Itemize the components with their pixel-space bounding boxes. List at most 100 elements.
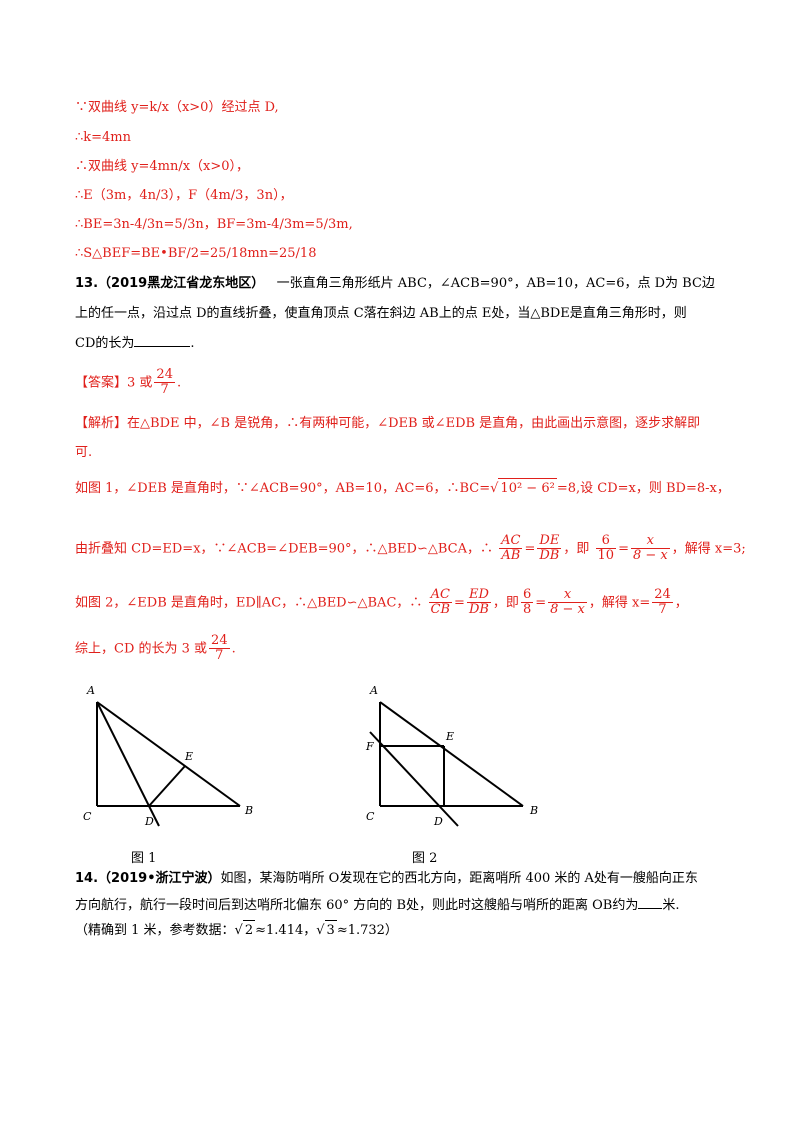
q13-number: 13. [75, 276, 99, 291]
answer-label: 【答案】 [75, 375, 128, 391]
fraction-denominator: 7 [160, 382, 169, 398]
q14-text-1: 如图，某海防哨所 O发现在它的西北方向，距离哨所 400 米的 A处有一艘船向正… [220, 871, 698, 886]
ratio-num: x [548, 587, 587, 604]
label-f: F [365, 740, 374, 753]
side-ab [96, 701, 241, 807]
answer-text: 3 或 [127, 375, 153, 391]
label-e: E [184, 750, 193, 763]
case3-text-a: 如图 2，∠EDB 是直角时，ED∥AC，∴△BED∽△BAC，∴ [75, 595, 423, 611]
case2-text-b: ，即 [563, 541, 590, 557]
solution-line-4: ∴E（3m，4n/3），F（4m/3，3n）， [75, 188, 293, 203]
sqrt-3: 3 [324, 920, 337, 941]
q14-blank [638, 896, 663, 909]
ratio-num: AC [428, 587, 453, 604]
fraction-numerator: 24 [652, 587, 673, 604]
case3-text-b: ，即 [492, 595, 519, 611]
ratio-num: x [630, 533, 670, 550]
segment-de [148, 765, 186, 807]
analysis-line-2: 可. [75, 445, 93, 460]
case1-sqrt: 10² − 6² [498, 478, 557, 499]
solution-line-5: ∴BE=3n-4/3n=5/3n，BF=3m-4/3m=5/3m, [75, 217, 353, 232]
ratio-num: AC [499, 533, 523, 550]
ratio-den: 8 [522, 602, 532, 618]
figure-1: A C D E B [83, 684, 253, 828]
label-d: D [433, 815, 443, 828]
label-d: D [144, 815, 154, 828]
q14-text-2: 方向航行，航行一段时间后到达哨所北偏东 60° 方向的 B处，则此时这艘船与哨所… [75, 898, 639, 913]
case1-text-b: =8,设 CD=x，则 BD=8-x， [556, 481, 730, 496]
solution-line-6: ∴S△BEF=BE•BF/2=25/18mn=25/18 [75, 246, 317, 261]
q14-text-3b: ≈1.414， [255, 923, 317, 938]
analysis-label: 【解析】 [75, 416, 128, 431]
case3-text-c: ，解得 x= [588, 595, 651, 611]
solution-line-2: ∴k=4mn [75, 130, 132, 145]
q14-text-3c: ≈1.732） [336, 923, 398, 938]
label-a: A [86, 684, 95, 697]
analysis-case1: 如图 1，∠DEB 是直角时，∵∠ACB=90°，AB=10，AC=6，∴BC=… [75, 478, 730, 499]
label-e: E [445, 730, 454, 743]
ratio-den: 8 − x [632, 548, 668, 564]
q14-text-3a: （精确到 1 米，参考数据： [75, 923, 235, 938]
label-c: C [366, 810, 375, 823]
fraction-denominator: 7 [658, 602, 667, 618]
fraction-numerator: 24 [154, 367, 175, 384]
ratio-den: AB [501, 548, 521, 564]
sqrt-2: 2 [242, 920, 256, 941]
figure-2: A F E C D B [365, 684, 538, 828]
figure-1-caption: 图 1 [131, 851, 157, 866]
ratio-den: 8 − x [550, 602, 585, 618]
fraction-numerator: 24 [209, 633, 230, 650]
q13-line-2: 上的任一点，沿过点 D的直线折叠，使直角顶点 C落在斜边 AB上的点 E处，当△… [75, 306, 687, 321]
q14-line-1: 14.（2019•浙江宁波）如图，某海防哨所 O发现在它的西北方向，距离哨所 4… [75, 869, 698, 889]
figure-2-caption: 图 2 [412, 851, 438, 866]
ratio-num: 6 [595, 533, 617, 550]
solution-line-3: ∴双曲线 y=4mn/x（x>0）， [75, 159, 250, 174]
answer-end: . [176, 375, 182, 391]
q13-source: （2019黑龙江省龙东地区） [98, 276, 265, 291]
q13-line-3: CD的长为. [75, 334, 195, 351]
q14-text-2b: 米. [662, 898, 680, 913]
fold-line [96, 701, 160, 827]
solution-line-1: ∵双曲线 y=k/x（x>0）经过点 D, [75, 100, 279, 115]
analysis-line-1: 【解析】在△BDE 中，∠B 是锐角，∴有两种可能，∠DEB 或∠EDB 是直角… [75, 414, 700, 434]
q13-text-1: 一张直角三角形纸片 ABC，∠ACB=90°，AB=10，AC=6，点 D为 B… [276, 276, 715, 291]
label-b: B [529, 804, 538, 817]
ratio-den: CB [430, 602, 451, 618]
side-ab [379, 701, 524, 807]
ratio-den: DB [468, 602, 489, 618]
q14-line-3: （精确到 1 米，参考数据：√2≈1.414，√3≈1.732） [75, 920, 398, 941]
ratio-num: DE [537, 533, 562, 550]
case3-text-d: ， [674, 595, 688, 611]
fold-line [369, 731, 459, 827]
summary-text-b: . [231, 641, 236, 657]
ratio-num: 6 [520, 587, 534, 604]
analysis-case2: 由折叠知 CD=ED=x，∵∠ACB=∠DEB=90°，∴△BED∽△BCA，∴… [75, 533, 746, 564]
analysis-text-1: 在△BDE 中，∠B 是锐角，∴有两种可能，∠DEB 或∠EDB 是直角，由此画… [127, 416, 701, 431]
q14-source: （2019•浙江宁波） [98, 871, 221, 886]
label-c: C [83, 810, 92, 823]
case2-text-c: ，解得 x=3; [671, 541, 746, 557]
q13-line-1: 13.（2019黑龙江省龙东地区） 一张直角三角形纸片 ABC，∠ACB=90°… [75, 274, 715, 294]
ratio-num: ED [466, 587, 491, 604]
case1-text-a: 如图 1，∠DEB 是直角时，∵∠ACB=90°，AB=10，AC=6，∴BC= [75, 481, 491, 496]
summary-text-a: 综上，CD 的长为 3 或 [75, 641, 208, 657]
q13-text-3: CD的长为 [75, 336, 135, 351]
label-b: B [244, 804, 253, 817]
ratio-den: 10 [597, 548, 615, 564]
answer-blank [134, 334, 191, 347]
fraction-denominator: 7 [215, 648, 224, 664]
case2-text-a: 由折叠知 CD=ED=x，∵∠ACB=∠DEB=90°，∴△BED∽△BCA，∴ [75, 541, 493, 557]
